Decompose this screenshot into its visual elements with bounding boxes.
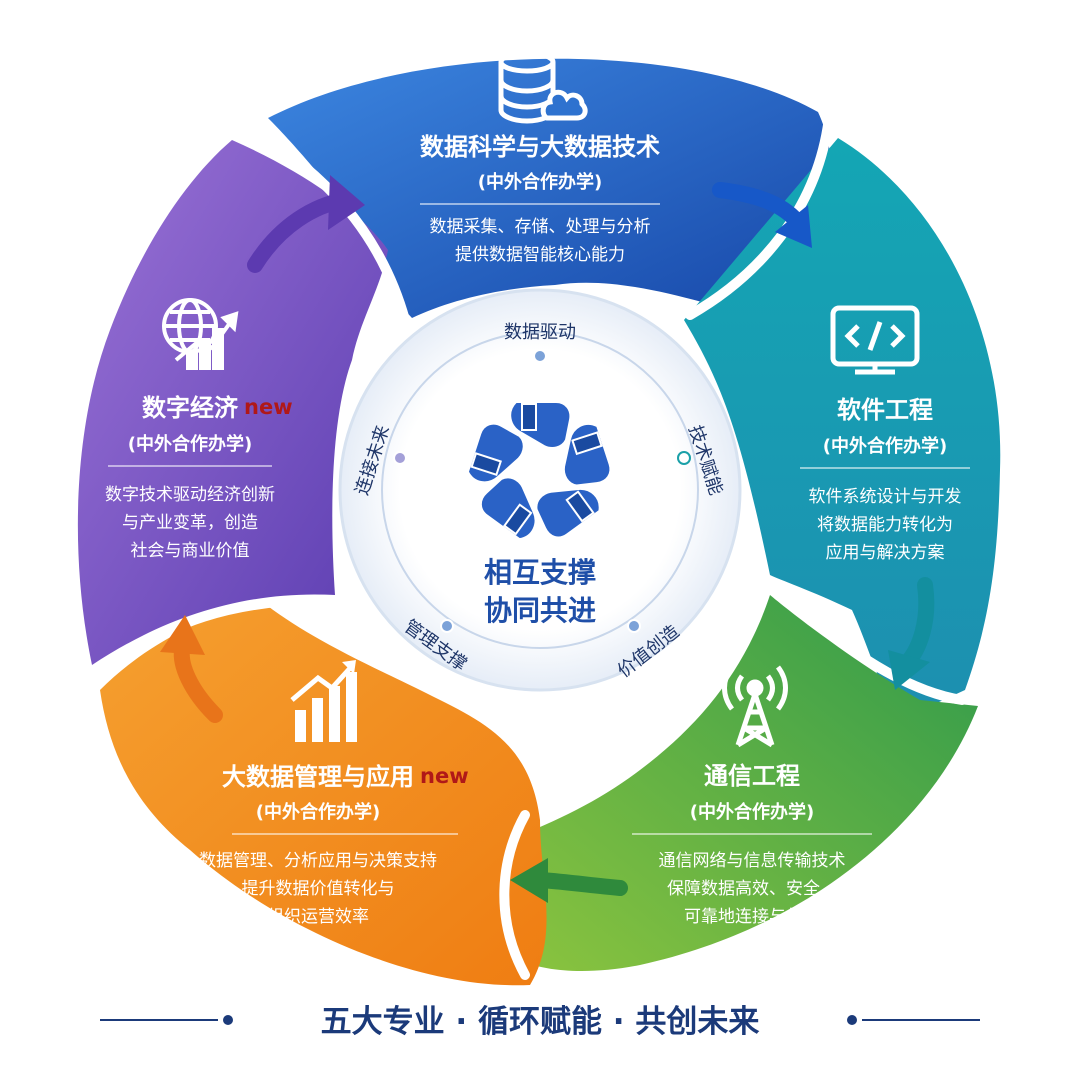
segment-description-line: 将数据能力转化为	[817, 515, 953, 535]
segment-description-line: 应用与解决方案	[826, 543, 945, 563]
segment-title: 数字经济	[142, 394, 239, 422]
ring-node-dot	[627, 619, 641, 633]
hand-shape	[562, 422, 612, 487]
arrow-to-green	[888, 577, 935, 690]
footer-dot-right	[847, 1015, 857, 1025]
globe-chart-icon	[162, 298, 239, 370]
arrow-to-orange	[510, 858, 628, 903]
segment-description-line: 组织运营效率	[267, 907, 369, 927]
segment-digital-economy	[77, 140, 389, 665]
joined-hands-icon	[466, 401, 612, 541]
center-title-line2: 协同共进	[484, 594, 596, 627]
arrow-to-purple	[160, 615, 223, 723]
ring-node-dot	[677, 451, 691, 465]
segment-subtitle: (中外合作办学)	[128, 433, 252, 455]
footer-dot-left	[223, 1015, 233, 1025]
hand-shape	[509, 401, 572, 449]
code-monitor-icon	[830, 305, 920, 375]
segment-description-line: 可靠地连接与传输	[684, 907, 820, 927]
segment-description-line: 数据采集、存储、处理与分析	[430, 217, 651, 237]
segment-label-communication: 通信工程 (中外合作办学) 通信网络与信息传输技术保障数据高效、安全、可靠地连接与传…	[632, 762, 872, 927]
segment-title: 软件工程	[837, 396, 933, 424]
segment-description-line: 社会与商业价值	[131, 541, 250, 561]
segment-description-line: 与产业变革，创造	[122, 513, 258, 533]
bar-chart-growth-icon	[290, 660, 357, 742]
ring-label: 数据驱动	[504, 322, 576, 343]
segment-description-line: 提供数据智能核心能力	[455, 245, 625, 265]
hand-shape	[479, 476, 537, 541]
segment-subtitle: (中外合作办学)	[256, 801, 380, 823]
arrow-to-blue	[247, 175, 365, 273]
segment-software	[684, 138, 1001, 720]
segment-subtitle: (中外合作办学)	[478, 171, 602, 193]
ring-node-dot	[533, 349, 547, 363]
segments-ring	[77, 58, 1001, 986]
center-title-line1: 相互支撑	[484, 556, 596, 589]
flow-arrows	[160, 175, 935, 903]
segment-title: 数据科学与大数据技术	[420, 133, 660, 161]
segment-title: 大数据管理与应用	[222, 763, 414, 791]
footer-slogan: 五大专业 · 循环赋能 · 共创未来	[321, 1004, 760, 1040]
segment-label-data-science: 数据科学与大数据技术 (中外合作办学) 数据采集、存储、处理与分析提供数据智能核心能…	[420, 133, 660, 265]
hand-shape	[466, 422, 525, 484]
segment-subtitle: (中外合作办学)	[823, 435, 947, 457]
segment-description-line: 通信网络与信息传输技术	[659, 851, 846, 871]
database-cloud-icon	[498, 50, 588, 124]
segment-description-line: 软件系统设计与开发	[809, 487, 962, 507]
segment-gaps	[90, 120, 967, 980]
segment-texts: 数据科学与大数据技术 (中外合作办学) 数据采集、存储、处理与分析提供数据智能核心能…	[105, 133, 970, 927]
segment-bigdata-mgmt	[100, 600, 547, 986]
segment-data-science	[268, 58, 831, 319]
segment-title: 通信工程	[704, 762, 800, 790]
hand-shape	[535, 487, 601, 539]
segment-description-line: 提升数据价值转化与	[242, 879, 395, 899]
segment-description-line: 数字技术驱动经济创新	[105, 485, 275, 505]
segment-description-line: 数据管理、分析应用与决策支持	[199, 851, 437, 871]
ring-node-dot	[393, 451, 407, 465]
signal-tower-icon	[722, 665, 788, 748]
arrow-to-teal	[712, 182, 812, 248]
segment-description-line: 保障数据高效、安全、	[667, 879, 837, 899]
center-disc	[338, 288, 742, 692]
footer: 五大专业 · 循环赋能 · 共创未来	[100, 1004, 980, 1040]
new-badge: new	[420, 764, 469, 788]
segment-communication	[504, 595, 978, 972]
segment-subtitle: (中外合作办学)	[690, 801, 814, 823]
center-inner-ring	[381, 331, 699, 649]
ring-node-dot	[440, 619, 454, 633]
new-badge: new	[244, 395, 293, 419]
